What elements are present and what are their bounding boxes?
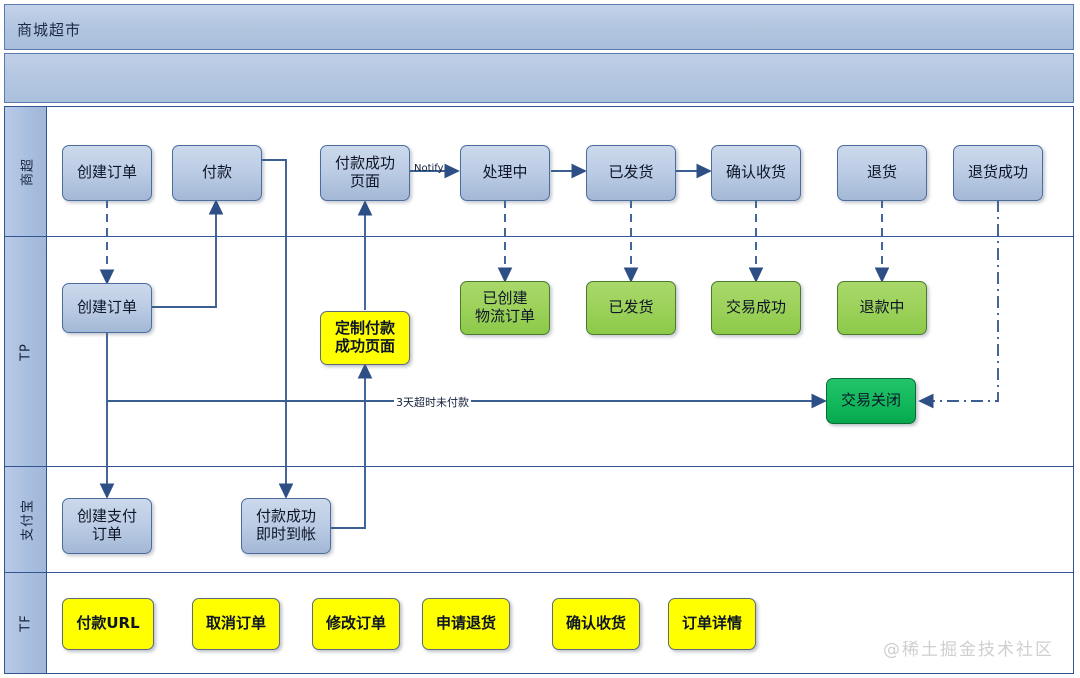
node-tf-pay-url[interactable]: 付款URL (62, 598, 154, 650)
node-label: 退款中 (859, 298, 905, 317)
node-sc-processing[interactable]: 处理中 (460, 145, 550, 201)
node-tf-order-detail[interactable]: 订单详情 (668, 598, 756, 650)
lane-label-alipay: 支付宝 (20, 498, 35, 541)
node-label: 退货 (866, 163, 897, 182)
node-label: 定制付款成功页面 (334, 319, 395, 355)
node-ap-pay-success-instant[interactable]: 付款成功即时到帐 (241, 498, 331, 554)
lane-tp: TP (5, 237, 1073, 467)
node-tf-confirm-receipt[interactable]: 确认收货 (552, 598, 640, 650)
lane-header-shangchao: 商超 (5, 107, 47, 236)
node-label: 申请退货 (435, 614, 496, 633)
node-label: 付款URL (76, 614, 140, 633)
node-label: 付款成功即时到帐 (255, 507, 316, 543)
node-label: 订单详情 (681, 614, 742, 633)
node-label: 退货成功 (967, 163, 1028, 182)
node-tf-cancel-order[interactable]: 取消订单 (192, 598, 280, 650)
lane-header-tp: TP (5, 237, 47, 466)
node-sc-pay-success-page[interactable]: 付款成功页面 (320, 145, 410, 201)
watermark: @稀土掘金技术社区 (883, 640, 1054, 660)
diagram-title: 商城超市 (17, 21, 82, 39)
node-label: 已创建物流订单 (474, 289, 535, 325)
lane-label-tp: TP (18, 342, 33, 361)
node-sc-pay[interactable]: 付款 (172, 145, 262, 201)
node-label: 创建订单 (76, 298, 137, 317)
node-tp-logistics-created[interactable]: 已创建物流订单 (460, 281, 550, 335)
node-label: 已发货 (608, 163, 654, 182)
lane-body-tp (47, 237, 1073, 466)
edge-label-payment-timeout: 3天超时未付款 (394, 394, 471, 410)
lane-body-alipay (47, 467, 1073, 572)
node-label: 处理中 (482, 163, 528, 182)
node-tp-custom-pay-success-page[interactable]: 定制付款成功页面 (320, 311, 410, 365)
node-sc-confirm-receipt[interactable]: 确认收货 (711, 145, 801, 201)
diagram-title-bar: 商城超市 (4, 4, 1074, 50)
node-tp-trade-closed[interactable]: 交易关闭 (826, 378, 916, 424)
node-label: 已发货 (608, 298, 654, 317)
node-label: 取消订单 (205, 614, 266, 633)
node-label: 修改订单 (325, 614, 386, 633)
edge-label-notify: Notify (414, 163, 444, 174)
node-label: 交易成功 (725, 298, 786, 317)
lane-header-tf: TF (5, 573, 47, 673)
node-tf-modify-order[interactable]: 修改订单 (312, 598, 400, 650)
node-sc-return-success[interactable]: 退货成功 (953, 145, 1043, 201)
node-ap-create-pay-order[interactable]: 创建支付订单 (62, 498, 152, 554)
lane-header-alipay: 支付宝 (5, 467, 47, 572)
node-label: 确认收货 (565, 614, 626, 633)
node-label: 创建订单 (76, 163, 137, 182)
node-label: 付款 (201, 163, 232, 182)
node-tp-shipped[interactable]: 已发货 (586, 281, 676, 335)
node-label: 确认收货 (725, 163, 786, 182)
node-sc-create-order[interactable]: 创建订单 (62, 145, 152, 201)
node-tp-refunding[interactable]: 退款中 (837, 281, 927, 335)
node-label: 创建支付订单 (76, 507, 137, 543)
node-label: 付款成功页面 (334, 154, 395, 190)
diagram-subheader-band (4, 53, 1074, 103)
lane-alipay: 支付宝 (5, 467, 1073, 573)
node-label: 交易关闭 (840, 391, 901, 410)
lane-label-tf: TF (18, 614, 33, 632)
node-tp-trade-success[interactable]: 交易成功 (711, 281, 801, 335)
node-sc-shipped[interactable]: 已发货 (586, 145, 676, 201)
node-sc-return[interactable]: 退货 (837, 145, 927, 201)
node-tf-apply-return[interactable]: 申请退货 (422, 598, 510, 650)
node-tp-create-order[interactable]: 创建订单 (62, 283, 152, 333)
lane-label-shangchao: 商超 (20, 157, 35, 186)
